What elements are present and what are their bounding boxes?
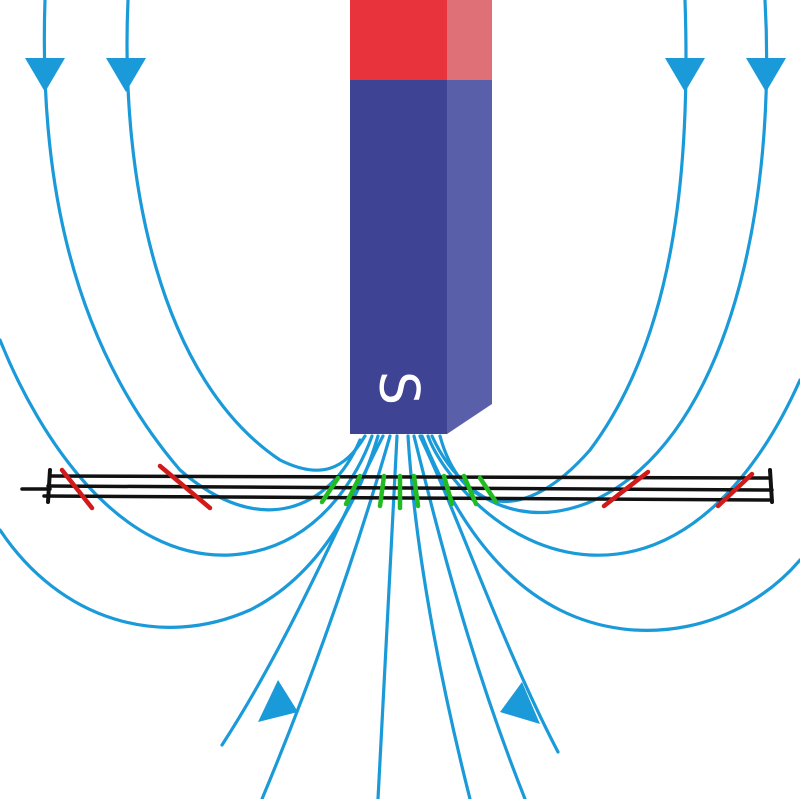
field-line-left-outer-0 — [0, 338, 374, 557]
field-line-right-outer-00 — [420, 434, 800, 632]
arrow-down-left-2 — [106, 58, 146, 92]
bar-magnet: S — [350, 0, 492, 434]
field-line-right-outer-0 — [426, 378, 800, 557]
crossing-inner-2 — [343, 473, 363, 507]
magnet-south-front — [350, 80, 447, 434]
field-line-right-outer-2 — [430, 0, 769, 514]
crossing-outer-right-2 — [715, 471, 755, 509]
south-pole-label: S — [368, 371, 431, 405]
field-line-left-outer-00 — [0, 434, 380, 629]
crossing-outer-right-1 — [601, 469, 651, 509]
crossing-inner-5 — [411, 473, 421, 509]
arrow-lower-right — [500, 682, 540, 724]
field-line-left-outer-1 — [42, 0, 362, 512]
crossing-inner-1 — [319, 475, 341, 505]
coil-wire-2 — [46, 484, 774, 492]
arrow-down-right-1 — [665, 58, 705, 92]
coil-end-right — [768, 468, 774, 504]
field-line-left-outer-2 — [125, 0, 367, 472]
crossing-outer-left-2 — [157, 463, 213, 511]
magnet-south-side — [447, 80, 492, 434]
field-line-down-1 — [220, 434, 385, 747]
crossing-outer-left-1 — [59, 467, 95, 511]
crossing-inner-3 — [377, 473, 387, 509]
coil-end-left — [46, 468, 52, 504]
coil-wire-3 — [42, 494, 774, 502]
field-line-down-6 — [418, 434, 560, 754]
field-line-down-2 — [260, 434, 392, 799]
arrow-down-right-2 — [746, 58, 786, 92]
magnet-north-front — [350, 0, 447, 80]
crossing-inner-7 — [461, 473, 479, 507]
field-line-down-3 — [376, 434, 399, 799]
crossing-inner-6 — [441, 473, 455, 507]
field-arrows — [25, 58, 786, 724]
coil-crossings — [59, 463, 755, 511]
coil — [20, 468, 774, 504]
crossing-inner-8 — [477, 475, 499, 505]
coil-wire-1 — [48, 474, 772, 480]
arrow-lower-left — [258, 680, 298, 722]
magnet-north-side — [447, 0, 492, 80]
arrow-down-left-1 — [25, 58, 65, 92]
field-line-down-4 — [406, 434, 472, 799]
